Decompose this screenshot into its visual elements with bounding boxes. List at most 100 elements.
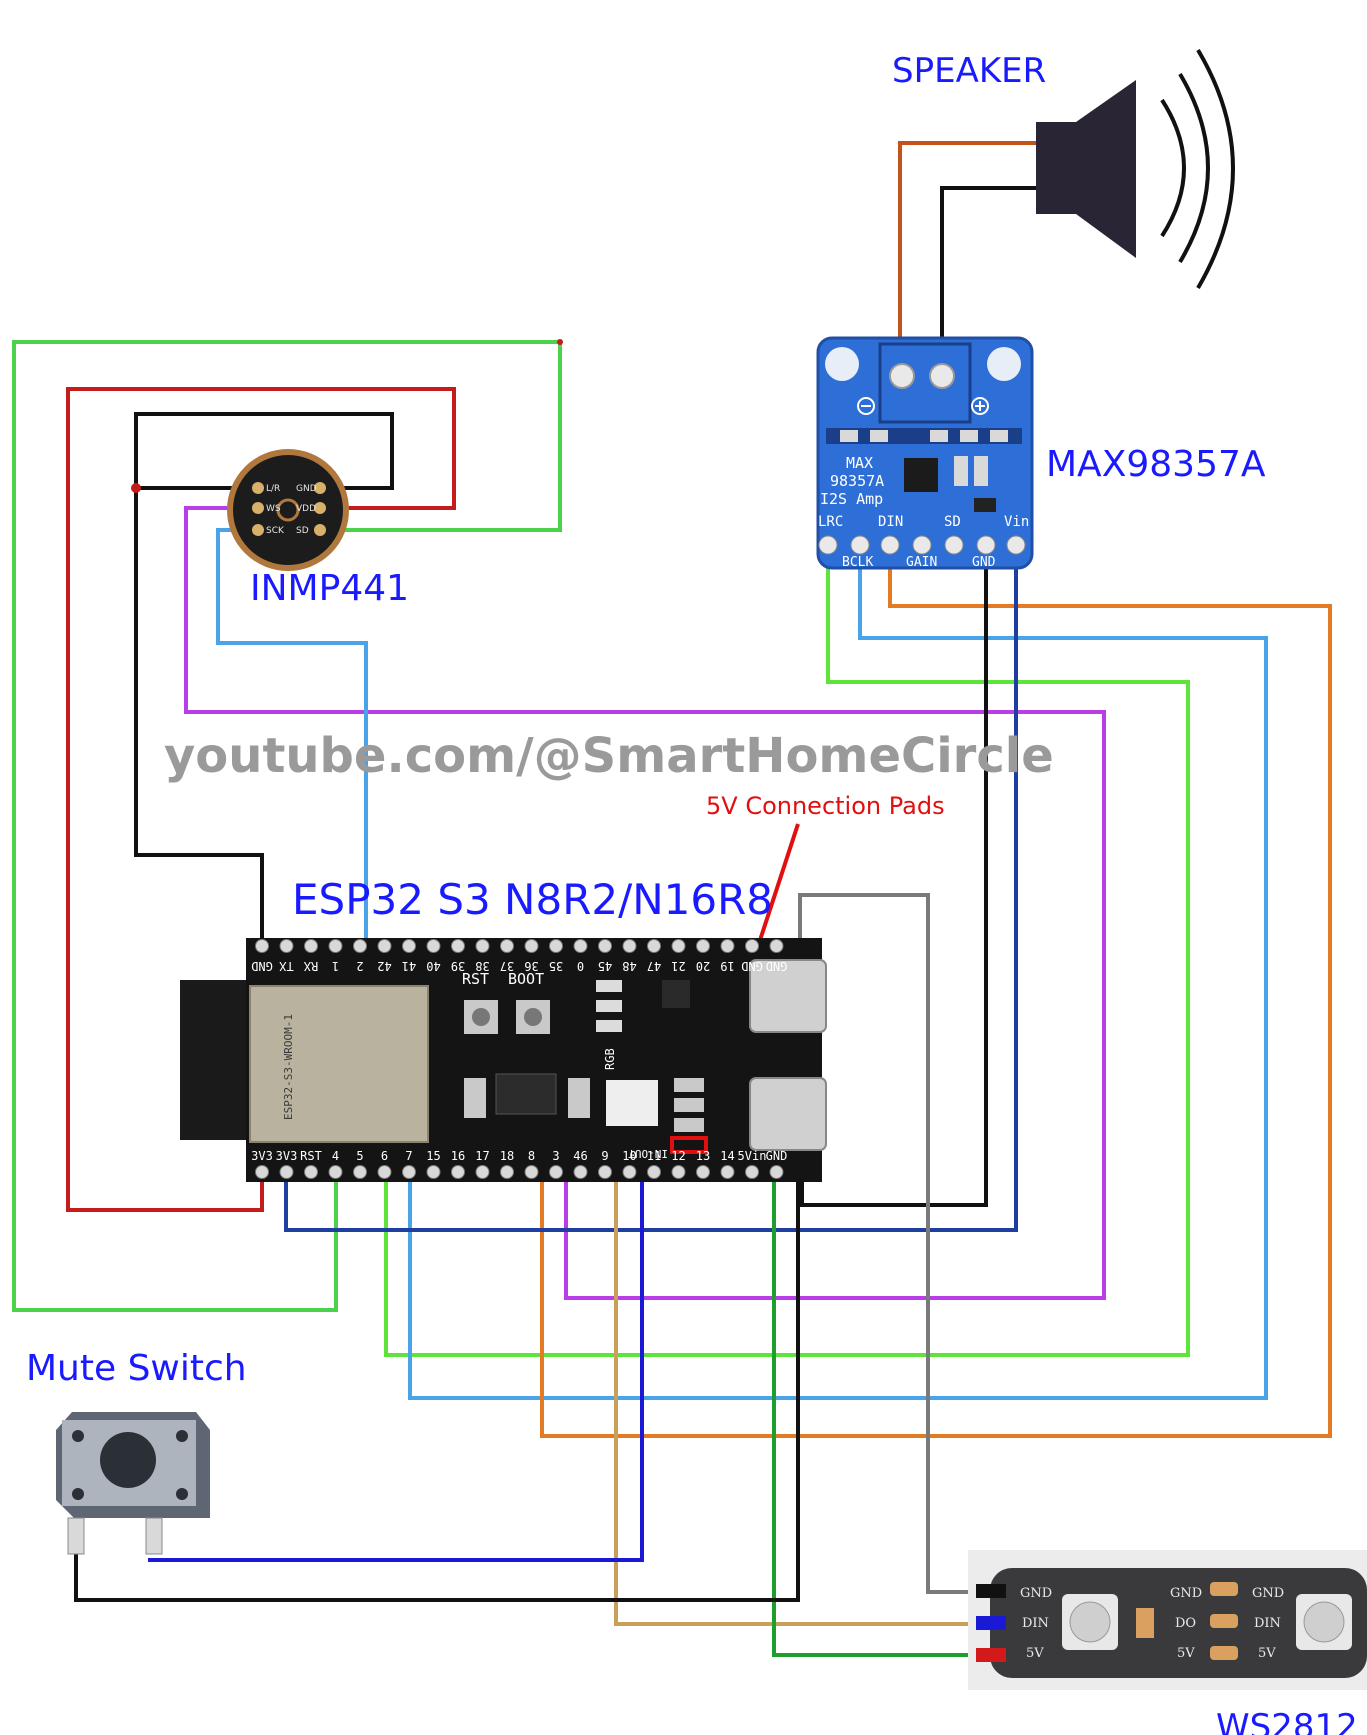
mic-pin-vdd: VDD <box>296 504 316 514</box>
wire-speaker-plus-brown <box>898 141 1038 378</box>
boot-button-label: BOOT <box>508 970 544 988</box>
header-pin-label: 47 <box>647 959 661 973</box>
mic-pin-sd: SD <box>296 526 309 536</box>
header-pin-label: 3 <box>552 1149 559 1163</box>
header-pin-label: RX <box>303 959 318 973</box>
wire-switch-blue <box>148 1178 644 1562</box>
mic-pin-ws: WS <box>266 504 281 514</box>
header-pin <box>598 1165 612 1179</box>
wire-mic-lr-green <box>12 340 562 1312</box>
header-pin-label: 7 <box>405 1149 412 1163</box>
header-pin <box>769 1165 784 1179</box>
amp-board: MAX 98357A I2S Amp LRC DIN SD Vin BCLK G… <box>816 336 1034 570</box>
wire-amp-bclk-lightblue <box>408 543 1268 1400</box>
header-pin <box>451 1165 465 1179</box>
header-pin <box>598 939 612 953</box>
mic-label: INMP441 <box>250 568 409 609</box>
junction-dot <box>557 339 563 345</box>
header-pin-label: 45 <box>598 959 612 973</box>
wire-led-gnd-gray <box>798 893 994 1594</box>
header-pin-label: 12 <box>671 1149 685 1163</box>
amp-pin-gnd: GND <box>972 555 996 570</box>
header-pin <box>255 939 269 953</box>
header-pin <box>475 1165 490 1179</box>
rst-button-label: RST <box>462 970 489 988</box>
header-pin <box>402 1165 416 1179</box>
header-pin <box>622 1165 637 1179</box>
header-pin <box>696 939 710 953</box>
header-pin <box>622 939 637 953</box>
wire-mic-sd-green <box>321 340 562 532</box>
header-pin-label: GND <box>741 959 763 973</box>
header-pin <box>524 939 539 953</box>
header-pin <box>745 1165 759 1179</box>
header-pin <box>328 1165 343 1179</box>
amp-chip-line1: MAX <box>846 454 873 472</box>
header-pin-label: 17 <box>475 1149 489 1163</box>
pads-note-label: 5V Connection Pads <box>706 792 945 820</box>
header-pin-label: 37 <box>500 959 514 973</box>
mic-pin-lr: L/R <box>266 484 280 494</box>
header-pin <box>426 939 441 953</box>
amp-pin-gain: GAIN <box>906 555 937 570</box>
header-pin-label: 46 <box>573 1149 587 1163</box>
header-pin <box>696 1165 710 1179</box>
esp-board: ESP32-S3-WROOM-1 RST BOOT RGB IN-OUT GND… <box>180 938 827 1182</box>
amp-pin-din: DIN <box>878 514 903 530</box>
amp-chip-line3: I2S Amp <box>820 490 883 508</box>
watermark-text: youtube.com/@SmartHomeCircle <box>164 728 1054 784</box>
header-pin-label: 4 <box>332 1149 339 1163</box>
header-pin-label: 10 <box>622 1149 636 1163</box>
header-pin <box>353 939 367 953</box>
amp-pin-sd: SD <box>944 514 961 530</box>
header-pin <box>671 1165 686 1179</box>
wire-amp-din-orange <box>540 543 1332 1438</box>
strip-pad-din: DIN <box>1022 1616 1049 1631</box>
header-pin-label: 0 <box>577 959 584 973</box>
header-pin-label: 42 <box>377 959 391 973</box>
header-pin <box>647 939 661 953</box>
led-strip: GND DIN 5V GND DO 5V GND DIN 5V <box>968 1550 1367 1690</box>
header-pin <box>671 939 686 953</box>
header-pin <box>549 1165 563 1179</box>
mic-board: L/R WS SCK GND VDD SD <box>227 449 349 571</box>
header-pin-label: 3V3 <box>251 1149 273 1163</box>
strip-mid-5v: 5V <box>1177 1646 1195 1661</box>
header-pin-label: 21 <box>671 959 685 973</box>
header-pin <box>720 1165 735 1179</box>
speaker-icon <box>1036 48 1235 290</box>
header-pin <box>451 939 465 953</box>
header-pin <box>426 1165 441 1179</box>
mic-pin-sck: SCK <box>266 526 285 536</box>
wire-amp-lrc-green <box>384 543 1190 1357</box>
header-pin <box>279 939 294 953</box>
header-pin-label: 40 <box>426 959 440 973</box>
amp-chip-line2: 98357A <box>830 472 884 490</box>
strip-mid-do: DO <box>1175 1616 1196 1631</box>
header-pin <box>353 1165 367 1179</box>
rgb-label: RGB <box>603 1048 617 1070</box>
wire-mic-vdd-red <box>66 387 456 1212</box>
header-pin-label: GND <box>766 959 788 973</box>
wire-amp-gnd-black <box>800 543 988 1207</box>
header-pin-label: 5 <box>356 1149 363 1163</box>
header-pin <box>500 939 514 953</box>
wire-speaker-minus-black <box>940 186 1038 378</box>
header-pin-label: RST <box>300 1149 322 1163</box>
strip-label-partial: WS2812 <box>1216 1707 1358 1735</box>
mic-pin-gnd: GND <box>296 484 317 494</box>
header-pin-label: GND <box>251 959 273 973</box>
header-pin-label: 16 <box>451 1149 465 1163</box>
header-pin <box>377 939 392 953</box>
header-pin-label: 36 <box>524 959 538 973</box>
header-pin <box>573 939 588 953</box>
header-pin <box>720 939 735 953</box>
amp-pin-vin: Vin <box>1004 514 1029 530</box>
inout-label: IN-OUT <box>628 1147 668 1160</box>
module-name: ESP32-S3-WROOM-1 <box>282 1014 295 1120</box>
switch-label: Mute Switch <box>26 1348 247 1389</box>
wire-led-din-gold <box>614 1178 994 1626</box>
header-pin-label: 39 <box>451 959 465 973</box>
